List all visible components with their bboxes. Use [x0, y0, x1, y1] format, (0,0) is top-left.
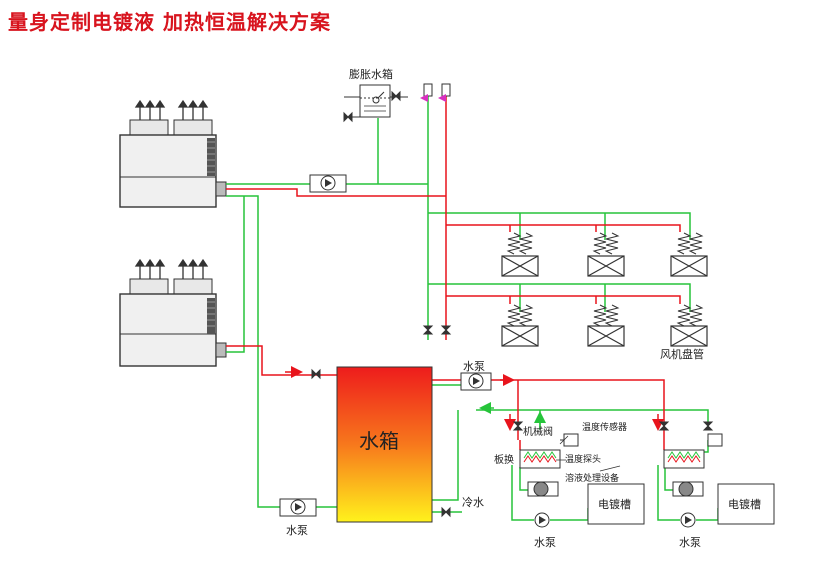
- pump-bottom-1-label: 水泵: [534, 536, 556, 549]
- cold-water-label: 冷水: [462, 496, 484, 509]
- temp-probe-label: 温度探头: [565, 453, 601, 465]
- plate-exchanger-1: [519, 449, 561, 469]
- temp-sensor-label: 温度传感器: [582, 421, 627, 433]
- valves: [311, 90, 714, 518]
- leader-lines: [556, 435, 569, 461]
- mechanical-valve-label: 机械阀: [523, 425, 553, 438]
- pump-bottom-left-label: 水泵: [286, 524, 308, 537]
- plate-exchanger-label: 板换: [494, 453, 514, 466]
- plate-exchanger-2: [663, 449, 705, 469]
- circulation-pump-top: [309, 174, 347, 193]
- page-title: 量身定制电镀液 加热恒温解决方案: [8, 10, 331, 34]
- expansion-tank-label: 膨胀水箱: [349, 67, 393, 81]
- fan-coil-label: 风机盘管: [660, 347, 704, 361]
- solution-processor-2: [672, 481, 704, 497]
- pump-top-label: 水泵: [463, 360, 485, 373]
- sensor-box-2: [707, 433, 723, 447]
- heat-pump-unit-top: [119, 99, 227, 208]
- pump-small-1: [534, 512, 550, 528]
- exhaust-arrows: [134, 99, 209, 120]
- plating-tank-2: [717, 483, 775, 525]
- pump-bottom-2-label: 水泵: [679, 536, 701, 549]
- air-vents: [420, 83, 451, 102]
- solution-processor-1: [527, 481, 559, 497]
- heat-pump-unit-bottom: [119, 258, 227, 367]
- solution-device-label: 溶液处理设备: [565, 472, 619, 484]
- probe-leader: [599, 465, 621, 472]
- plating-tank-1: [587, 483, 645, 525]
- cold-water-pipes: [226, 95, 719, 521]
- expansion-tank: [344, 84, 408, 118]
- flow-arrows: [285, 366, 664, 431]
- hot-water-pipes: [226, 95, 681, 450]
- water-tank-label: 水箱: [359, 429, 399, 453]
- plating-tank-1-label: 电镀槽: [598, 497, 631, 511]
- water-tank: [336, 366, 433, 523]
- pump-small-2: [680, 512, 696, 528]
- pump-top-right: [460, 372, 492, 391]
- sensor-box-1: [560, 433, 579, 447]
- plating-tank-2-label: 电镀槽: [728, 497, 761, 511]
- pump-bottom-left: [279, 498, 317, 517]
